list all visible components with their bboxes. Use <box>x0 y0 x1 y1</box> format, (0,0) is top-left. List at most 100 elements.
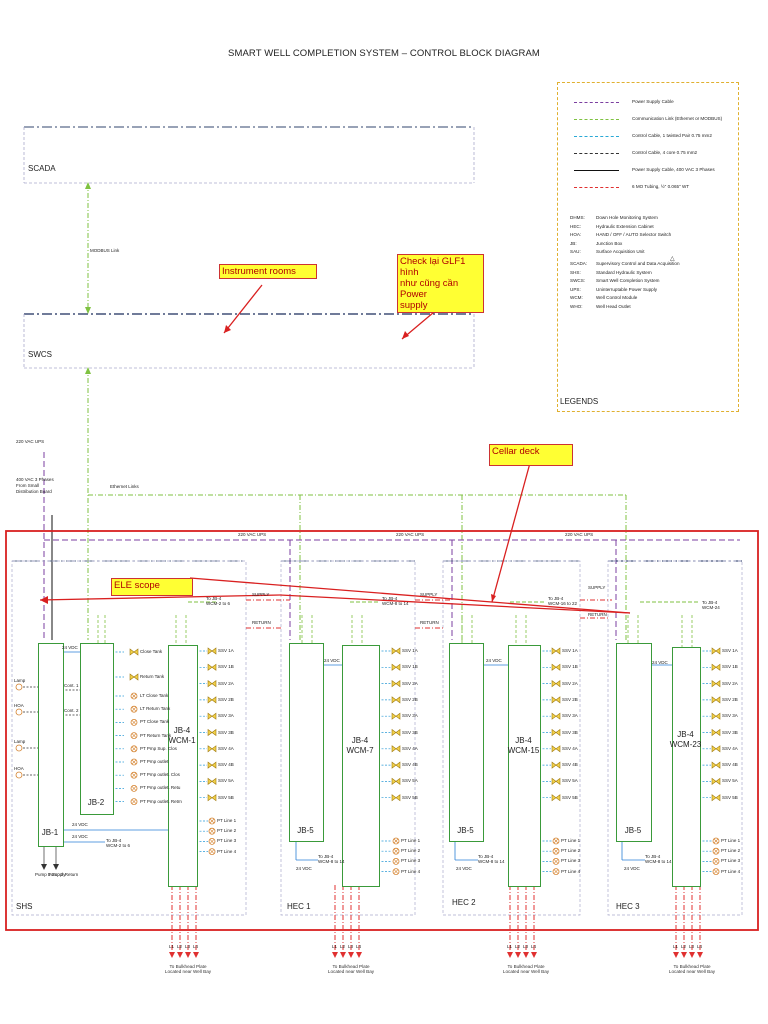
bulkhead-caption-line: Located near Well Bay <box>668 969 716 974</box>
wcm1-valve-tag: SSV 3B <box>218 729 234 735</box>
swcs-box <box>23 313 475 369</box>
wcm15-valve-tag: SSV 3A <box>562 713 578 719</box>
lamp-label-2: Lamp <box>14 739 26 744</box>
wcm7-valve-tag: SSV 4B <box>402 762 418 768</box>
valve-icon <box>711 777 721 786</box>
wcm1-valve-tag: SSV 5A <box>218 778 234 784</box>
wcm23-valve-tag: SSV 4B <box>722 762 738 768</box>
jb2-tag-label: PT Pmp outlet. Retu <box>140 785 181 791</box>
scada-label: SCADA <box>28 164 56 173</box>
valve-icon <box>551 696 561 704</box>
line-label-l3: L3 <box>348 944 354 949</box>
wcm1-valve-tag: SSV 1B <box>218 664 234 670</box>
abbreviation-value: Junction Box <box>596 240 623 246</box>
wcm7-pt-tag: PT Line 1 <box>401 838 421 843</box>
legend-abbreviation: HOA:HAND / OFF / AUTO Selector Switch <box>570 232 671 237</box>
sensor-cross-icon <box>131 772 137 778</box>
valve-icon <box>551 712 561 720</box>
return-label-2: RETURN <box>420 620 439 625</box>
legend-abbreviation: UPS:Uninterruptable Power Supply <box>570 287 657 292</box>
line-label-l4: L4 <box>193 944 199 949</box>
pump2-label: Pump 2 Return <box>48 872 79 877</box>
wcm15-valve-tag: SSV 1A <box>562 648 578 653</box>
hec2-jb5-box <box>449 643 484 842</box>
wcm23-valve-tag: SSV 3A <box>722 713 738 719</box>
sensor-cross-icon <box>131 706 137 712</box>
ethernet-links-label: Ethernet Links <box>110 484 139 489</box>
valve-icon <box>711 696 721 704</box>
valve-icon <box>551 728 561 737</box>
wcm7-pt-tag: PT Line 2 <box>401 848 421 854</box>
valve-icon <box>207 745 217 753</box>
jb2-tag-label: LT Return Tank <box>140 706 171 712</box>
legend-abbreviation: HEC:Hydraulic Extension Cabinet <box>570 224 654 229</box>
valve-icon <box>711 728 721 737</box>
wcm15-valve-tag: SSV 3B <box>562 729 578 735</box>
wcm23-valve-tag: SSV 3B <box>722 729 738 735</box>
vdc-label-jb1: 24 VDC <box>62 645 78 650</box>
wcm23-valve-tag: SSV 1A <box>722 648 738 653</box>
scada-box <box>23 126 475 184</box>
field-area-boundary <box>5 530 759 931</box>
abbreviation-key: WHO: <box>570 304 583 309</box>
hoa-label-2: HOA <box>14 766 24 771</box>
wcm1-valve-tag: SSV 3A <box>218 713 234 719</box>
abbreviation-value: Surface Acquisition Unit <box>596 249 645 255</box>
line-label-l2: L2 <box>681 944 687 949</box>
line-label-l1: L1 <box>169 944 175 949</box>
wcm15-valve-tag: SSV 5A <box>562 778 578 784</box>
valve-icon <box>207 777 217 786</box>
wcm15-pt-tag: PT Line 4 <box>561 868 581 874</box>
valve-icon <box>711 679 721 688</box>
sensor-cross-icon <box>131 799 137 804</box>
legend-line-sample <box>574 136 619 137</box>
wcm7-valve-tag: SSV 3A <box>402 713 418 719</box>
abbreviation-value: Well Control Module <box>596 295 638 301</box>
valve-icon <box>391 663 401 671</box>
legend-entry: 6 MO Tubing, ½" 0.065" WT <box>566 182 736 192</box>
valve-icon <box>551 679 561 688</box>
legend-abbreviation: WHO: Well Head Outlet <box>570 304 631 309</box>
bulkhead-caption-line: To Bulkhead Plate <box>673 964 711 969</box>
valve-icon <box>207 794 217 802</box>
section-label-hec2: HEC 2 <box>452 898 476 907</box>
sensor-cross-icon <box>209 849 215 854</box>
valve-icon <box>391 745 401 753</box>
note-cellar-deck: Cellar deck <box>489 444 573 466</box>
wcm15-valve-tag: SSV 1B <box>562 664 578 670</box>
valve-icon <box>391 728 401 737</box>
jb2-tag-label: PT Pmp outlet. Retrn <box>140 798 182 804</box>
line-label-l4: L4 <box>531 944 537 949</box>
sensor-cross-icon <box>209 839 215 844</box>
hec1-section-box <box>280 560 416 916</box>
supply-label-3: SUPPLY <box>588 585 606 590</box>
line-label-l4: L4 <box>697 944 703 949</box>
sensor-cross-icon <box>713 869 719 874</box>
hec3-section-box <box>607 560 743 916</box>
wcm15-pt-tag: PT Line 1 <box>561 838 581 843</box>
wcm1-valve-tag: SSV 5B <box>218 794 234 800</box>
wcm7-valve-tag: SSV 5B <box>402 794 418 800</box>
bottom-tubing <box>171 885 701 955</box>
legend-entry-label: 6 MO Tubing, ½" 0.065" WT <box>632 184 690 189</box>
valve-icon <box>391 647 401 655</box>
line-label-l3: L3 <box>523 944 529 949</box>
legend-abbreviation: SAU:Surface Acquisition Unit <box>570 249 645 254</box>
sensor-cross-icon <box>553 869 559 874</box>
legend-abbreviation: DHMS:Down Hole Monitoring System <box>570 215 658 220</box>
wcm23-pt-tag: PT Line 1 <box>721 838 741 843</box>
hec2-jb5-label: JB-5 <box>457 826 474 835</box>
abbreviation-value: Well Head Outlet <box>596 304 631 309</box>
wcm7-box <box>342 645 380 887</box>
jb1-label: JB-1 <box>41 828 59 837</box>
bulkhead-caption-line: Located near Well Bay <box>327 969 375 974</box>
legend-abbreviation: JB:Junction Box <box>570 241 622 246</box>
section-label-shs: SHS <box>16 902 33 911</box>
wcm1-valve-tag: SSV 4B <box>218 762 234 768</box>
valve-icon <box>391 777 401 786</box>
wcm15-valve-tag: SSV 4A <box>562 745 578 751</box>
return-label-1: RETURN <box>252 620 271 625</box>
